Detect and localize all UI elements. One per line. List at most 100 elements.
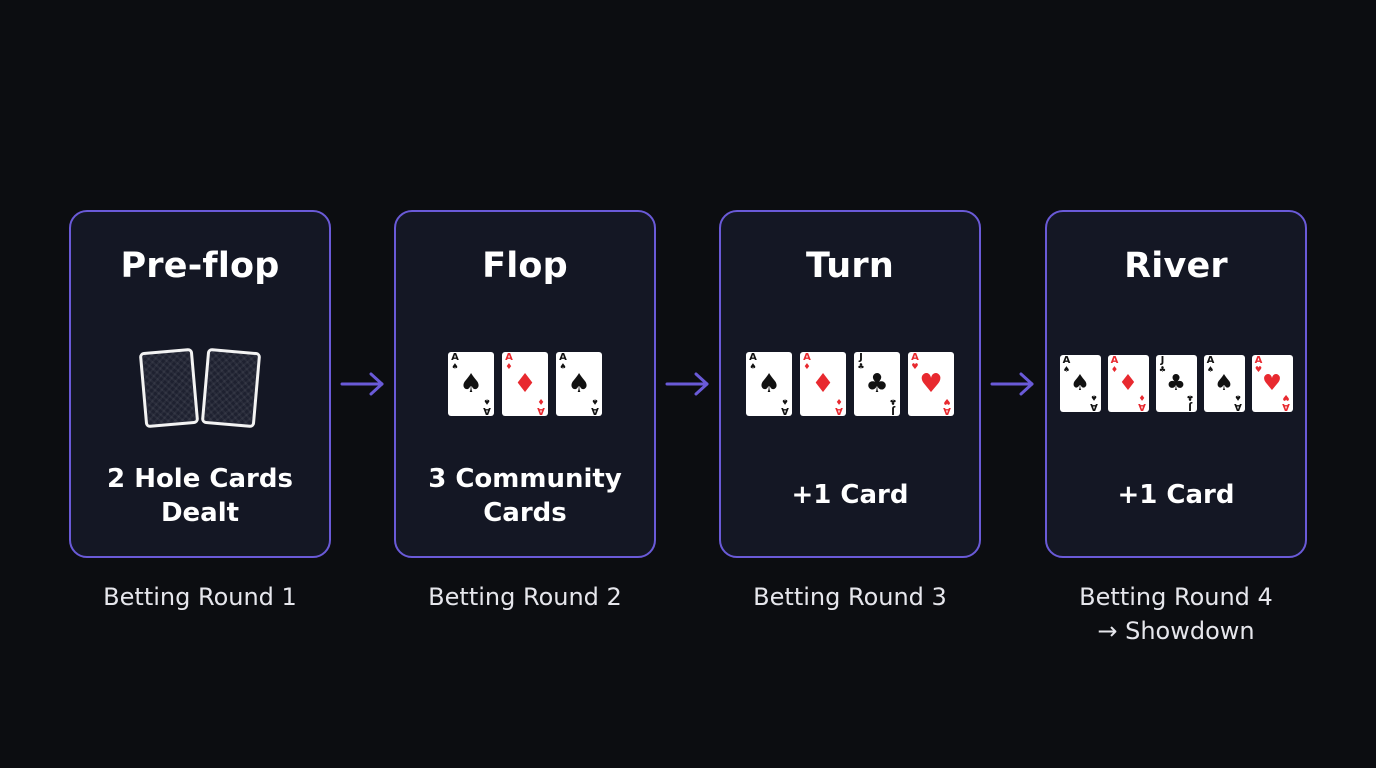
card-rank: A — [749, 352, 757, 363]
stage-description-line: +1 Card — [791, 480, 909, 510]
spade-icon: ♠ — [1062, 365, 1071, 374]
betting-round-label: Betting Round 2 — [394, 580, 656, 614]
club-icon: ♣ — [889, 397, 897, 406]
spade-icon: ♠ — [749, 362, 757, 371]
card-rank: A — [1089, 401, 1098, 412]
card-back-icon — [200, 347, 262, 429]
betting-round-line: Betting Round 1 — [103, 583, 297, 611]
spade-card-icon: A♠♠♠A — [448, 352, 494, 416]
club-icon: ♣ — [1158, 365, 1167, 374]
card-rank: J — [859, 352, 863, 363]
stage-title: River — [1124, 246, 1228, 286]
stage-description-line: 2 Hole Cards — [107, 464, 293, 494]
diamond-card-icon: A♦♦♦A — [800, 352, 846, 416]
card-rank: A — [1137, 401, 1146, 412]
card-rank: A — [1062, 355, 1071, 366]
betting-round-line: → Showdown — [1097, 617, 1255, 645]
stage-description: 3 Community Cards — [396, 462, 654, 530]
betting-round-line: Betting Round 3 — [753, 583, 947, 611]
card-rank: A — [1206, 355, 1215, 366]
spade-icon: ♠ — [1206, 365, 1215, 374]
betting-round-label: Betting Round 1 — [69, 580, 331, 614]
arrow-right-icon — [340, 372, 384, 396]
card-rank: A — [911, 352, 919, 363]
spade-icon: ♠ — [451, 362, 459, 371]
diamond-icon: ♦ — [1137, 393, 1146, 402]
diamond-icon: ♦ — [1118, 370, 1138, 396]
card-rank: A — [943, 405, 951, 416]
spade-icon: ♠ — [781, 397, 789, 406]
stage-title: Turn — [806, 246, 894, 286]
stage-description-line: 3 Community — [428, 464, 622, 494]
stage-description: +1 Card — [1047, 478, 1305, 512]
stage-description-line: Cards — [483, 498, 567, 528]
diamond-icon: ♦ — [513, 369, 537, 399]
heart-card-icon: A♥♥♥A — [1251, 355, 1293, 412]
card-back-icon — [138, 347, 200, 429]
heart-icon: ♥ — [1262, 370, 1282, 396]
betting-round-label: Betting Round 3 — [719, 580, 981, 614]
card-rank: A — [505, 352, 513, 363]
card-rank: A — [835, 405, 843, 416]
club-icon: ♣ — [1166, 370, 1186, 396]
diamond-icon: ♦ — [537, 397, 545, 406]
arrow-right-icon — [990, 372, 1034, 396]
spade-icon: ♠ — [1214, 370, 1234, 396]
spade-icon: ♠ — [483, 397, 491, 406]
card-rank: A — [1110, 355, 1119, 366]
diamond-card-icon: A♦♦♦A — [1107, 355, 1149, 412]
heart-icon: ♥ — [1281, 393, 1290, 402]
spade-icon: ♠ — [559, 362, 567, 371]
club-card-icon: J♣♣♣J — [1155, 355, 1197, 412]
arrow-right-icon — [665, 372, 709, 396]
card-rank: A — [559, 352, 567, 363]
stage-title: Flop — [482, 246, 568, 286]
betting-round-label: Betting Round 4 → Showdown — [1045, 580, 1307, 648]
spade-card-icon: A♠♠♠A — [1203, 355, 1245, 412]
card-rank: A — [1254, 355, 1263, 366]
stage-description: 2 Hole Cards Dealt — [71, 462, 329, 530]
hole-cards — [71, 347, 329, 429]
heart-icon: ♥ — [919, 369, 943, 399]
heart-icon: ♥ — [911, 362, 919, 371]
heart-icon: ♥ — [1254, 365, 1263, 374]
card-rank: A — [591, 405, 599, 416]
spade-icon: ♠ — [1233, 393, 1242, 402]
stage-description: +1 Card — [721, 478, 979, 512]
spade-icon: ♠ — [591, 397, 599, 406]
diamond-icon: ♦ — [811, 369, 835, 399]
spade-icon: ♠ — [757, 369, 781, 399]
card-rank: A — [483, 405, 491, 416]
spade-card-icon: A♠♠♠A — [556, 352, 602, 416]
diamond-icon: ♦ — [505, 362, 513, 371]
stage-description-line: +1 Card — [1117, 480, 1235, 510]
spade-icon: ♠ — [1089, 393, 1098, 402]
spade-icon: ♠ — [459, 369, 483, 399]
club-card-icon: J♣♣♣J — [854, 352, 900, 416]
spade-card-icon: A♠♠♠A — [746, 352, 792, 416]
card-rank: A — [1233, 401, 1242, 412]
diamond-icon: ♦ — [1110, 365, 1119, 374]
betting-round-line: Betting Round 4 — [1079, 583, 1273, 611]
heart-icon: ♥ — [943, 397, 951, 406]
spade-icon: ♠ — [1070, 370, 1090, 396]
stage-preflop: Pre-flop 2 Hole Cards Dealt — [69, 210, 331, 558]
card-rank: A — [1281, 401, 1290, 412]
card-rank: J — [1187, 401, 1192, 412]
card-rank: A — [803, 352, 811, 363]
card-rank: A — [781, 405, 789, 416]
heart-card-icon: A♥♥♥A — [908, 352, 954, 416]
diamond-icon: ♦ — [803, 362, 811, 371]
club-icon: ♣ — [865, 369, 889, 399]
spade-icon: ♠ — [567, 369, 591, 399]
card-rank: J — [1160, 355, 1165, 366]
diamond-card-icon: A♦♦♦A — [502, 352, 548, 416]
card-rank: J — [891, 405, 895, 416]
club-icon: ♣ — [857, 362, 865, 371]
diamond-icon: ♦ — [835, 397, 843, 406]
